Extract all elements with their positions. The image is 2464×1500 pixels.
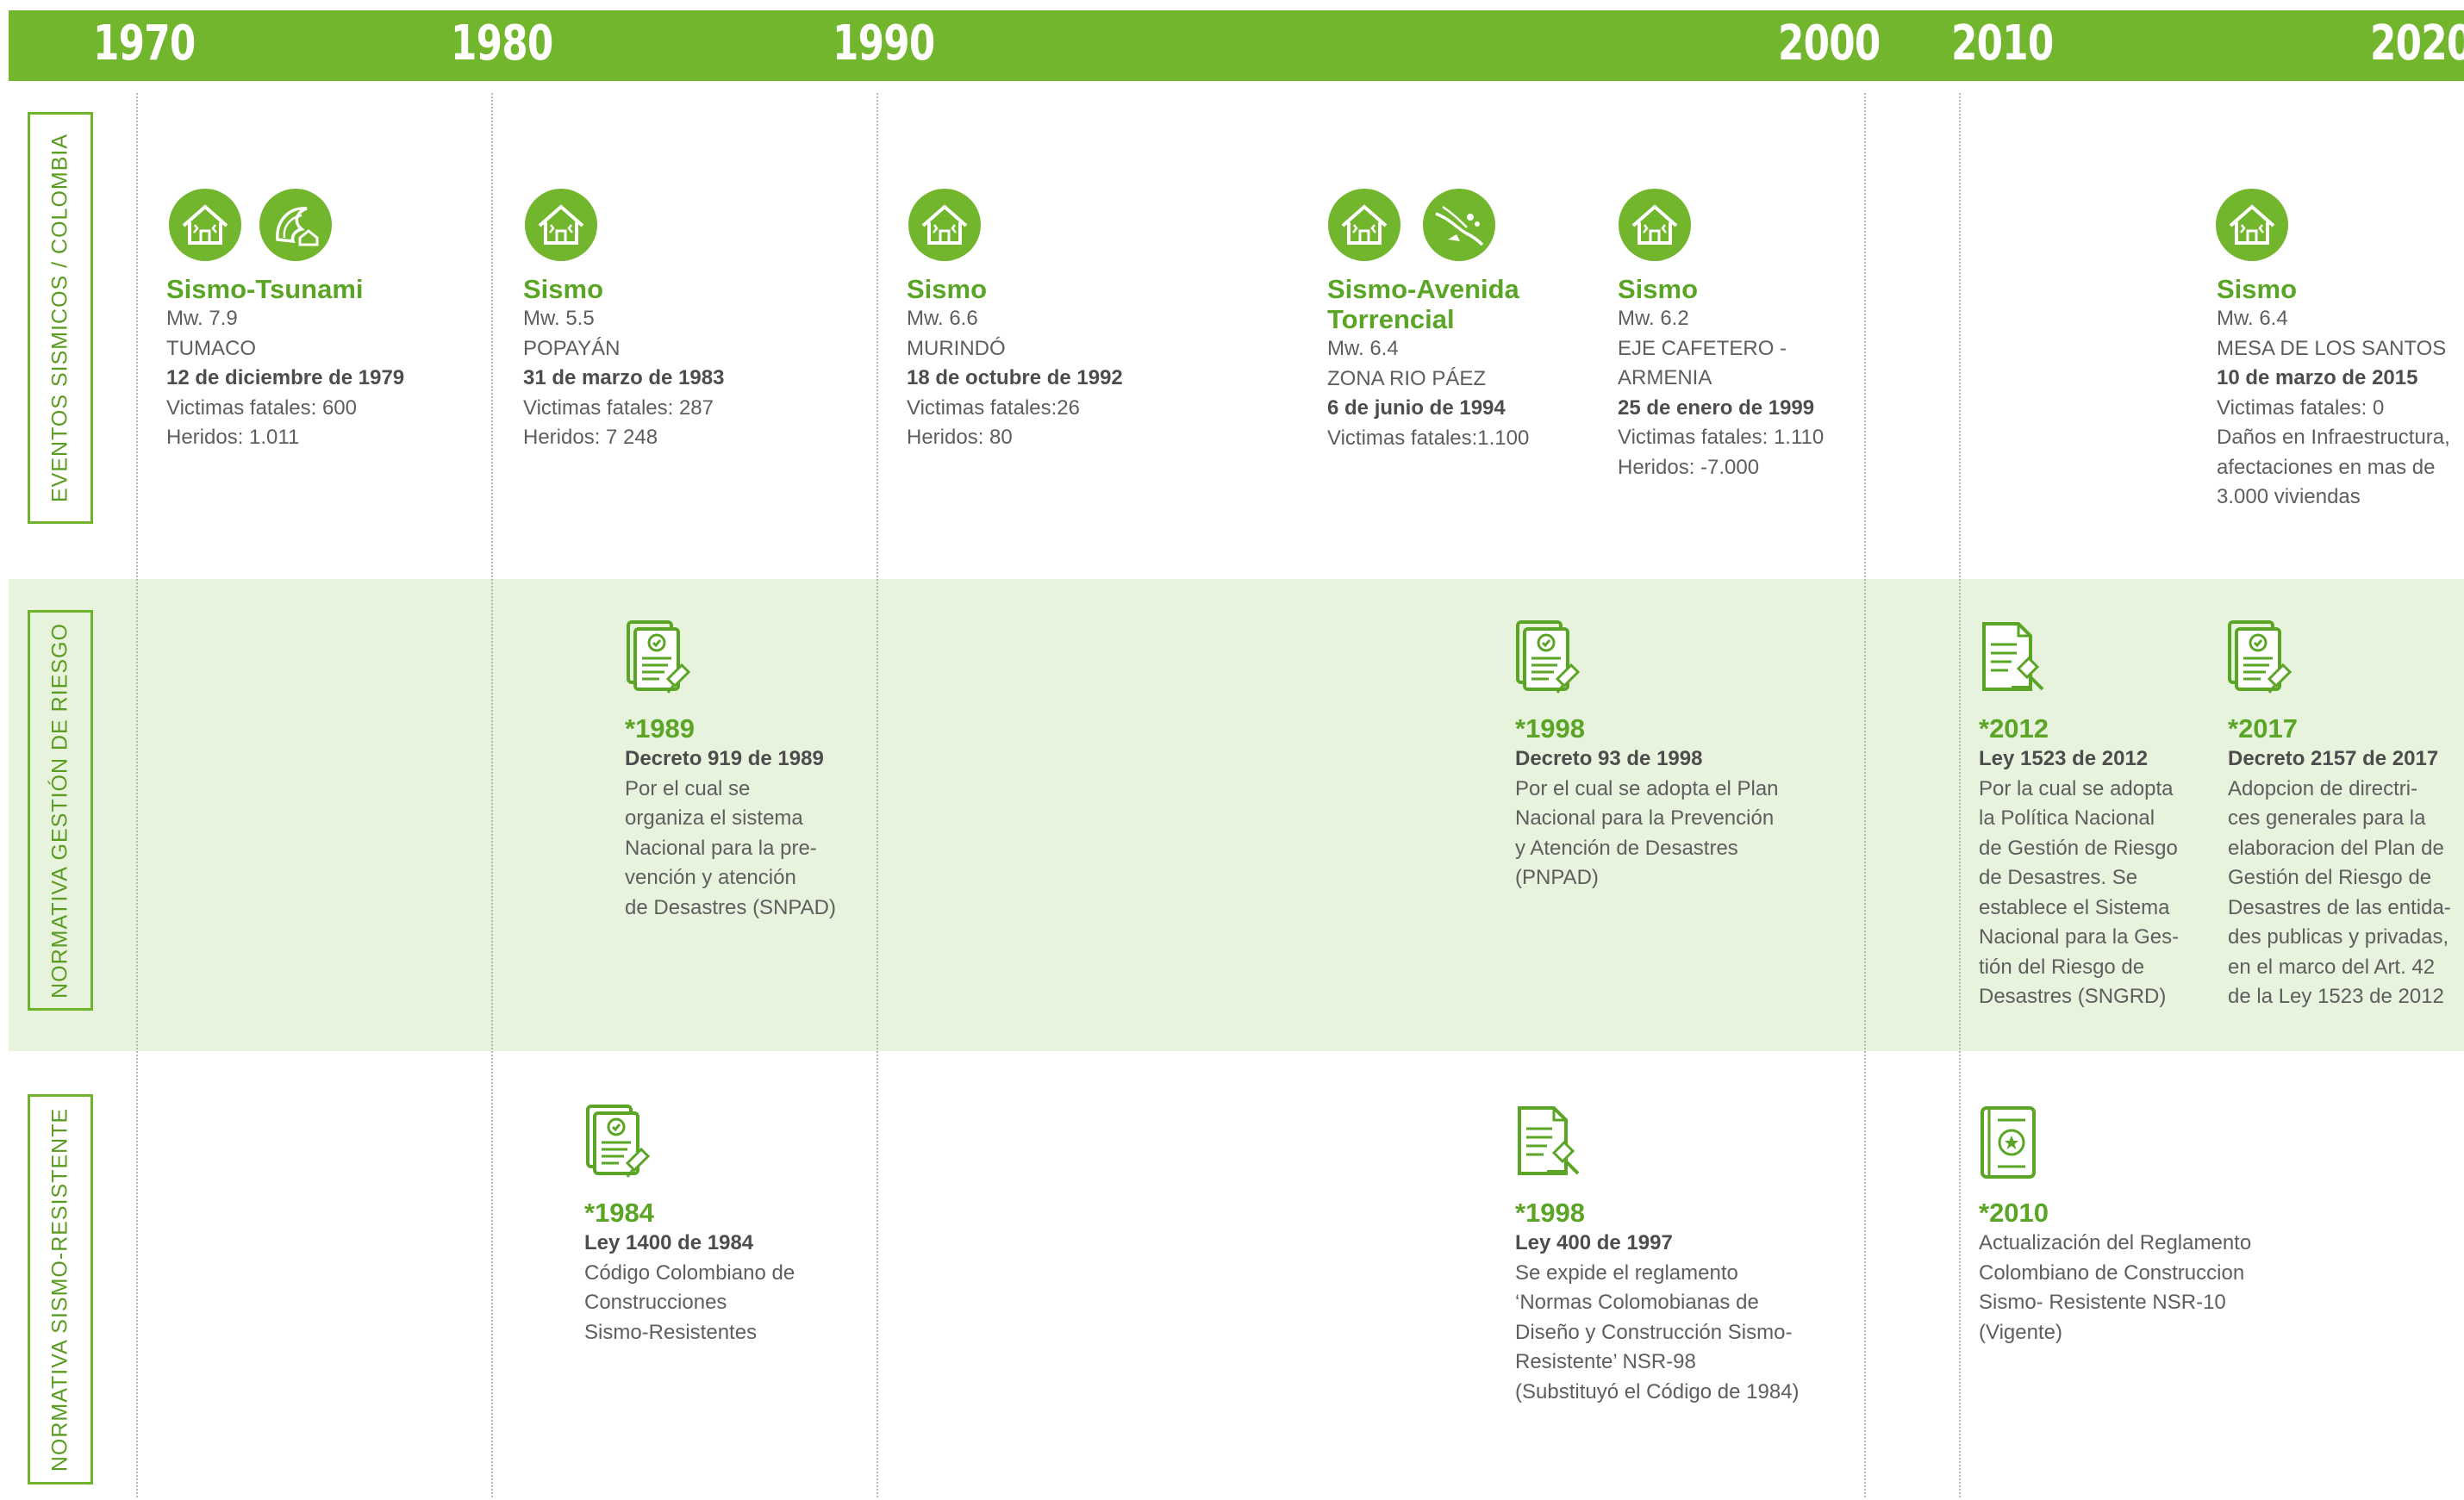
- year-1980: 1980: [451, 16, 553, 72]
- year-2020: 2020: [2370, 16, 2464, 72]
- decade-line-1970: [136, 93, 138, 1497]
- decree-document-icon: [2226, 619, 2299, 700]
- row-label-risk: NORMATIVA GESTIÓN DE RIESGO: [28, 610, 93, 1011]
- year-1990: 1990: [833, 16, 935, 72]
- house-quake-icon: [908, 188, 982, 262]
- law-document-icon: [1977, 619, 2049, 700]
- year-2000: 2000: [1778, 16, 1881, 72]
- decree-document-icon: [625, 619, 697, 700]
- year-2010: 2010: [1951, 16, 2054, 72]
- house-quake-icon: [524, 188, 598, 262]
- event-murindo: Sismo Mw. 6.6 MURINDÓ 18 de octubre de 1…: [907, 274, 1123, 449]
- risk-norm-1998: *1998 Decreto 93 de 1998 Por el cual se …: [1515, 713, 1779, 889]
- law-document-icon: [1513, 1103, 1585, 1184]
- event-mesa-santos: Sismo Mw. 6.4 MESA DE LOS SANTOS 10 de m…: [2217, 274, 2450, 508]
- house-quake-icon: [168, 188, 242, 262]
- decade-line-1990: [876, 93, 878, 1497]
- code-book-icon: [1977, 1103, 2049, 1184]
- risk-norm-1989: *1989 Decreto 919 de 1989 Por el cual se…: [625, 713, 836, 919]
- tsunami-icon: [259, 188, 333, 262]
- seismic-norm-1984: *1984 Ley 1400 de 1984 Código Colombiano…: [584, 1198, 795, 1344]
- decade-line-2000: [1864, 93, 1866, 1497]
- house-quake-icon: [1618, 188, 1692, 262]
- row-label-events: EVENTOS SISMICOS / COLOMBIA: [28, 112, 93, 524]
- decree-document-icon: [584, 1103, 657, 1184]
- row-label-seismic: NORMATIVA SISMO-RESISTENTE: [28, 1094, 93, 1484]
- seismic-norm-2010: *2010 Actualización del Reglamento Colom…: [1979, 1198, 2252, 1344]
- risk-row-band: [9, 579, 2464, 1051]
- decree-document-icon: [1514, 619, 1587, 700]
- decade-line-2010: [1959, 93, 1961, 1497]
- timeline-header: [9, 10, 2464, 81]
- year-1970: 1970: [93, 16, 196, 72]
- risk-norm-2012: *2012 Ley 1523 de 2012 Por la cual se ad…: [1979, 713, 2180, 1008]
- event-armenia: Sismo Mw. 6.2 EJE CAFETERO - ARMENIA 25 …: [1618, 274, 1825, 479]
- decade-line-1980: [491, 93, 493, 1497]
- event-paez: Sismo-Avenida Torrencial Mw. 6.4 ZONA RI…: [1327, 274, 1530, 450]
- event-popayan: Sismo Mw. 5.5 POPAYÁN 31 de marzo de 198…: [523, 274, 725, 449]
- house-quake-icon: [1327, 188, 1401, 262]
- risk-norm-2017: *2017 Decreto 2157 de 2017 Adopcion de d…: [2228, 713, 2451, 1008]
- event-tumaco: Sismo-Tsunami Mw. 7.9 TUMACO 12 de dicie…: [166, 274, 405, 449]
- landslide-icon: [1422, 188, 1496, 262]
- house-quake-icon: [2215, 188, 2289, 262]
- seismic-norm-1998: *1998 Ley 400 de 1997 Se expide el regla…: [1515, 1198, 1800, 1404]
